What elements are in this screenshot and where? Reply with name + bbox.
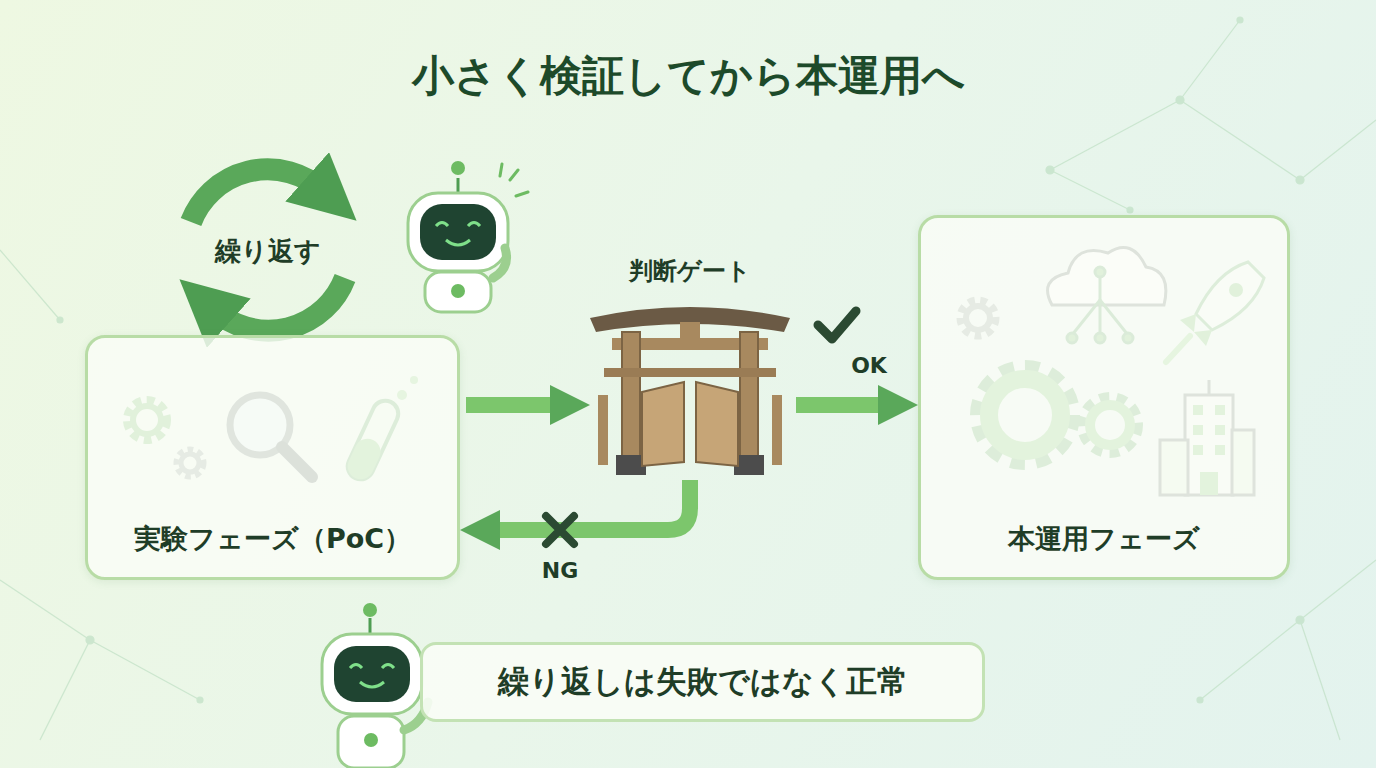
node-text: 判断ゲート [629,255,751,287]
check-mark [818,311,856,339]
flow-arrow [466,397,570,413]
cycle-arrows [191,169,345,330]
phase-box: 実験フェーズ（PoC） [85,335,460,580]
diagram-title: 小さく検証してから本運用へ [0,48,1376,104]
edge-label: OK [839,353,899,378]
network-bg [0,17,1376,740]
decision-gate: 判断ゲート [590,255,790,480]
cross-mark [546,516,574,544]
robot-mascot [408,161,528,312]
phase-box: 本運用フェーズ [918,215,1290,580]
node-text: 実験フェーズ（PoC） [134,521,411,557]
node-text: 本運用フェーズ [1008,521,1200,557]
node-text: 繰り返しは失敗ではなく正常 [498,661,908,703]
torii-gate [590,307,790,475]
robot-mascot [322,603,428,768]
cycle-label: 繰り返す [198,234,338,269]
flow-arrow [480,480,690,530]
edge-label: NG [530,558,590,583]
note-callout: 繰り返しは失敗ではなく正常 [420,642,985,722]
flow-arrow [796,397,898,413]
